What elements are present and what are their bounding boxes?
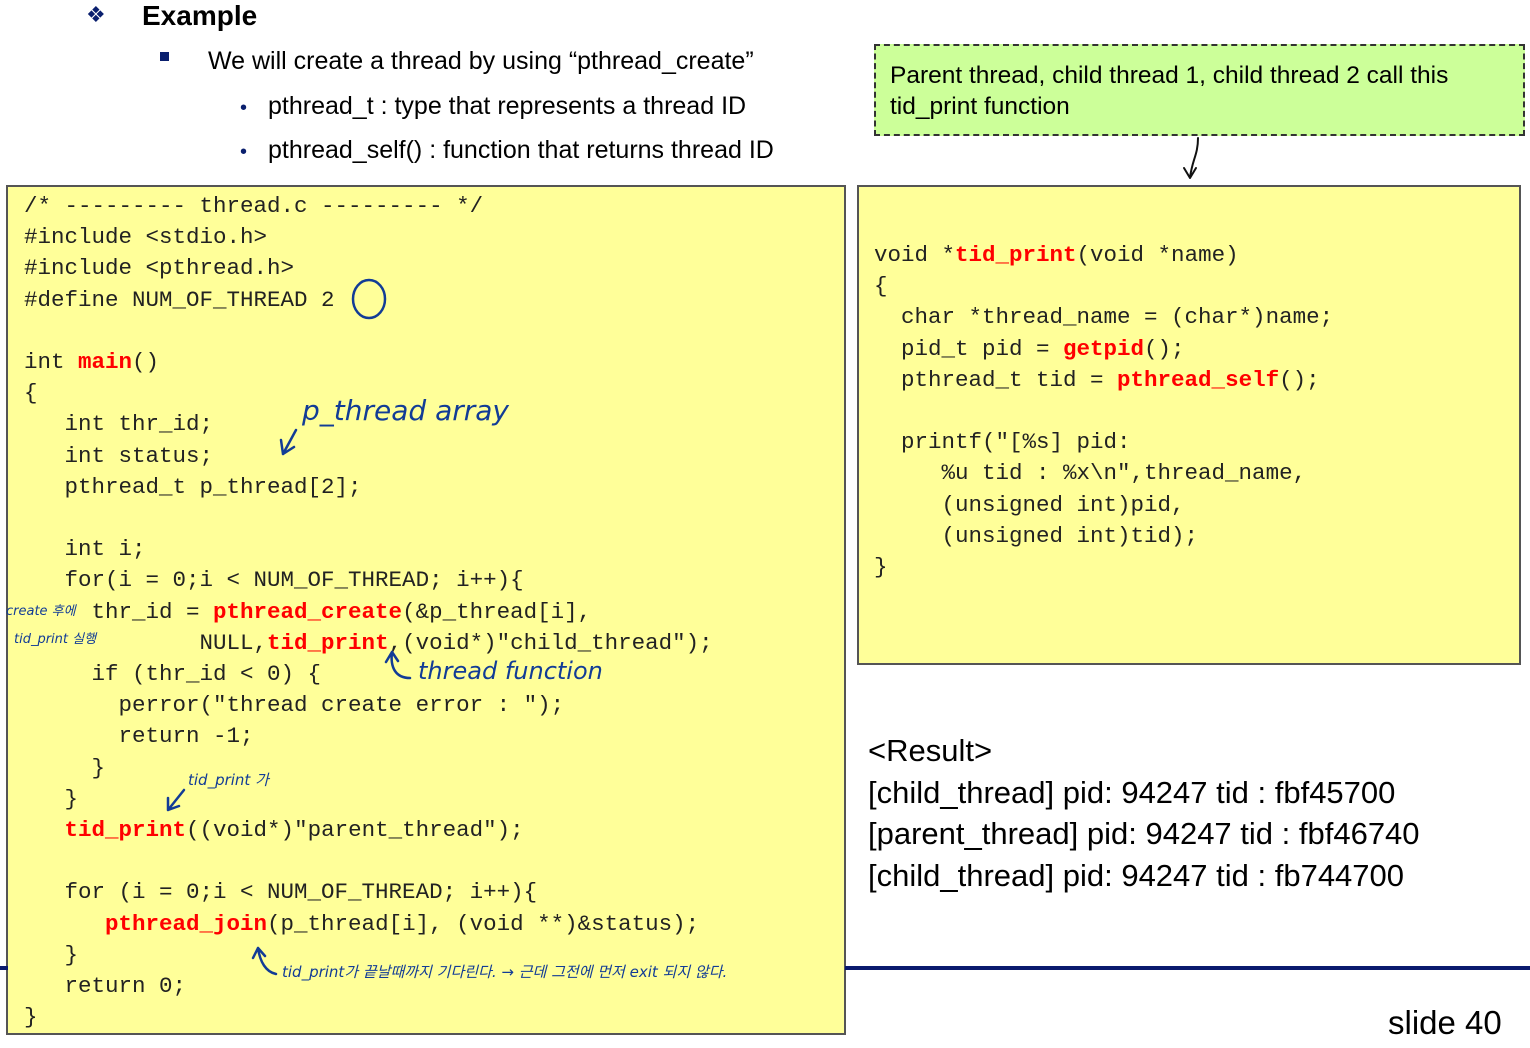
- handwritten-p-thread-array: p_thread array: [302, 394, 509, 427]
- main-code-listing: /* --------- thread.c --------- */ #incl…: [24, 191, 713, 1033]
- code-line: }: [24, 1004, 38, 1031]
- handwritten-tid-print-note: tid_print 가: [188, 771, 269, 789]
- dot-bullet-icon: •: [240, 97, 248, 119]
- code-line: if (thr_id < 0) {: [24, 661, 322, 688]
- handwritten-join-note: tid_print가 끝날때까지 기다린다. → 근데 그전에 먼저 exit …: [282, 963, 728, 981]
- code-line: pthread_join(p_thread[i], (void **)&stat…: [105, 910, 700, 937]
- tid-print-code-listing: void *tid_print(void *name) { char *thre…: [874, 240, 1333, 583]
- code-line: pthread_t p_thread[2];: [24, 473, 362, 500]
- code-line: #include <stdio.h>: [24, 224, 268, 251]
- square-bullet-icon: [160, 52, 169, 61]
- dot-bullet-icon: •: [240, 141, 248, 163]
- code-line: (unsigned int)tid);: [874, 522, 1199, 549]
- code-line: void *tid_print(void *name): [874, 242, 1239, 268]
- bullet-sub-2: pthread_self() : function that returns t…: [268, 136, 774, 164]
- arrow-up-icon: [251, 946, 278, 976]
- result-line-3: [child_thread] pid: 94247 tid : fb744700: [868, 857, 1405, 893]
- code-line: char *thread_name = (char*)name;: [874, 304, 1334, 331]
- code-line: #include <pthread.h>: [24, 255, 295, 282]
- handwritten-create-note-2: tid_print 실행: [14, 632, 97, 647]
- footer-rule: [845, 966, 1530, 970]
- code-line: {: [874, 273, 888, 300]
- code-line: }: [24, 754, 106, 781]
- code-line: }: [24, 785, 79, 812]
- code-line: int main(): [24, 349, 160, 376]
- tid-print-code-box: void *tid_print(void *name) { char *thre…: [857, 185, 1521, 665]
- code-line: int thr_id;: [24, 411, 214, 438]
- main-code-box: /* --------- thread.c --------- */ #incl…: [6, 185, 846, 1035]
- circle-mark-icon: [351, 278, 387, 320]
- code-line: for (i = 0;i < NUM_OF_THREAD; i++){: [24, 879, 538, 906]
- result-block: <Result> [child_thread] pid: 94247 tid :…: [868, 730, 1420, 896]
- arrow-down-left-icon: [279, 428, 298, 456]
- diamond-bullet-icon: ❖: [86, 2, 106, 27]
- code-line: tid_print((void*)"parent_thread");: [64, 817, 524, 844]
- code-line: int i;: [24, 536, 146, 563]
- arrow-up-icon: [384, 650, 412, 680]
- code-line: pthread_t tid = pthread_self();: [874, 366, 1320, 393]
- code-line: /* --------- thread.c --------- */: [24, 193, 484, 219]
- result-line-1: [child_thread] pid: 94247 tid : fbf45700: [868, 774, 1396, 810]
- footer-rule-left: [0, 966, 8, 970]
- result-line-2: [parent_thread] pid: 94247 tid : fbf4674…: [868, 816, 1420, 851]
- slide-number: slide 40: [1388, 1004, 1502, 1041]
- code-line: pid_t pid = getpid();: [874, 335, 1185, 362]
- bullet-sub-1: pthread_t : type that represents a threa…: [268, 92, 747, 120]
- code-line: (unsigned int)pid,: [874, 491, 1185, 518]
- result-label: <Result>: [868, 733, 993, 768]
- code-line: for(i = 0;i < NUM_OF_THREAD; i++){: [24, 567, 524, 594]
- callout-box: Parent thread, child thread 1, child thr…: [874, 44, 1525, 136]
- code-line: thr_id = pthread_create(&p_thread[i],: [24, 598, 592, 625]
- code-line: return 0;: [24, 973, 187, 1000]
- code-line: {: [24, 380, 38, 407]
- code-line: }: [874, 554, 888, 581]
- code-line: #define NUM_OF_THREAD 2: [24, 286, 335, 313]
- code-line: return -1;: [24, 723, 254, 750]
- code-line: printf("[%s] pid:: [874, 429, 1131, 456]
- bullet-main: We will create a thread by using “pthrea…: [208, 47, 754, 75]
- code-line: perror("thread create error : ");: [24, 692, 565, 719]
- callout-arrow-icon: [1183, 137, 1199, 179]
- code-line: }: [24, 941, 79, 968]
- handwritten-create-note-1: create 후에: [6, 604, 76, 619]
- arrow-down-left-icon: [166, 788, 186, 812]
- code-line: %u tid : %x\n",thread_name,: [874, 460, 1307, 487]
- slide-title: Example: [142, 0, 258, 31]
- handwritten-thread-function: thread function: [418, 657, 603, 685]
- code-line: int status;: [24, 442, 214, 469]
- code-line: NULL,tid_print,(void*)"child_thread");: [24, 629, 713, 656]
